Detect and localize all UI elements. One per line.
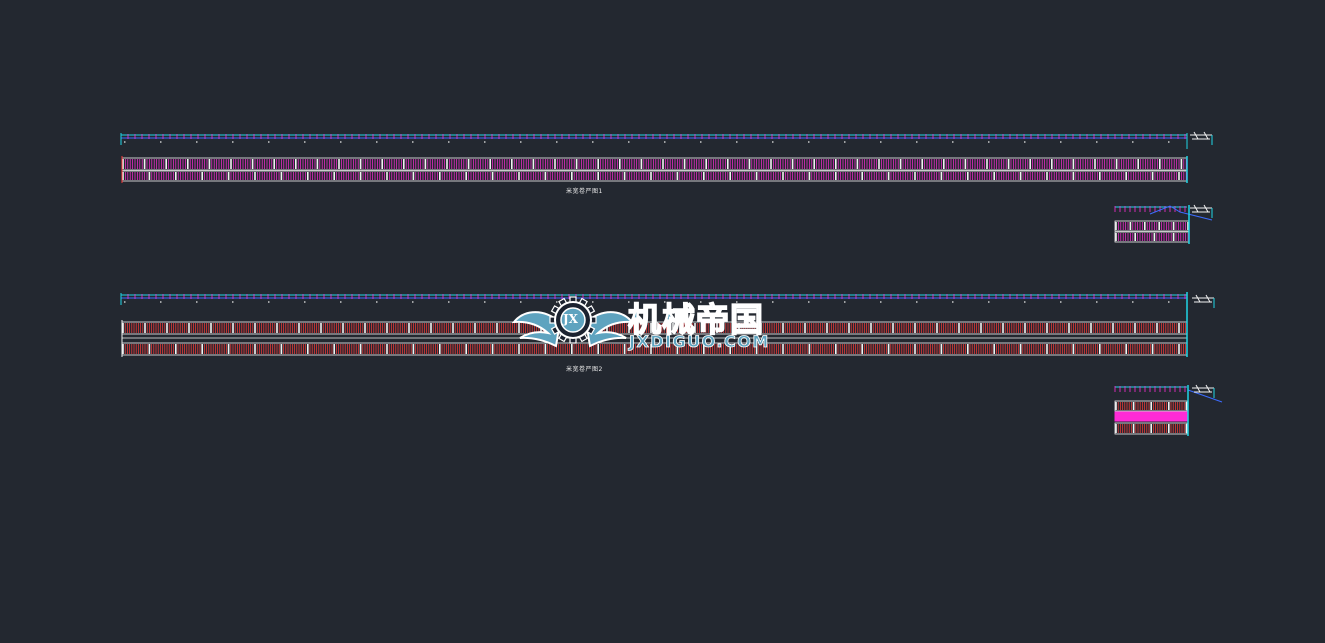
- end-mark: [1205, 384, 1211, 393]
- watermark-logo: [511, 296, 635, 348]
- watermark-text-cn: 机械帝国: [627, 299, 764, 340]
- view-label-1: 米宽卷严图1: [566, 188, 603, 195]
- end-mark: [1193, 204, 1199, 213]
- end-mark: [1203, 131, 1209, 140]
- end-mark: [1203, 204, 1209, 213]
- view-label-2: 米宽卷严图2: [566, 366, 603, 373]
- detail-view-1: [1114, 204, 1213, 244]
- filled-band: [1114, 411, 1188, 422]
- end-mark: [1193, 131, 1199, 140]
- wing-right: [584, 311, 635, 348]
- detail-view-2: [1114, 384, 1223, 436]
- watermark-badge: JX: [563, 312, 578, 326]
- end-mark: [1195, 294, 1201, 303]
- leader-line: [1149, 205, 1213, 221]
- leader-line: [1187, 389, 1223, 403]
- wing-left: [511, 311, 562, 348]
- elevation-view-1: [120, 131, 1213, 183]
- end-mark: [1205, 294, 1211, 303]
- watermark-text-en: JXDIGUO.COM: [629, 332, 770, 352]
- end-mark: [1195, 384, 1201, 393]
